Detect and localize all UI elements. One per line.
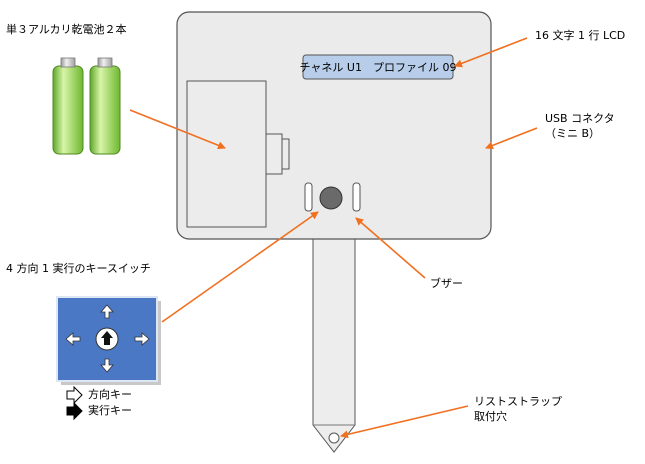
usb-connector [265, 133, 290, 175]
keyswitch-label: 4 方向 1 実行のキースイッチ [6, 262, 151, 275]
buzzer-label: ブザー [430, 277, 463, 290]
battery-compartment [186, 80, 267, 228]
usb-label-line1: USB コネクタ [545, 112, 615, 125]
legend-direction-label: 方向キー [88, 388, 132, 401]
probe-stick [312, 237, 356, 453]
buzzer-callout-arrow [355, 217, 426, 279]
buzzer [304, 182, 361, 212]
battery-label: 単３アルカリ乾電池２本 [6, 23, 127, 36]
strap-label-line2: 取付穴 [474, 410, 507, 423]
strap-hole [328, 432, 340, 444]
usb-label-line2: （ミニ B） [545, 127, 601, 140]
legend-execute-icon [66, 401, 83, 421]
lcd-label: 16 文字 1 行 LCD [535, 29, 626, 42]
callout-arrows [129, 37, 538, 439]
lcd-text: チャネル U1 プロファイル 09 [300, 61, 457, 74]
strap-label-line1: リストストラップ [474, 395, 562, 408]
keyswitch-callout-arrow [161, 211, 319, 323]
lcd-screen: チャネル U1 プロファイル 09 [300, 54, 457, 80]
strap-callout-arrow [340, 405, 469, 439]
legend-execute-label: 実行キー [88, 404, 132, 417]
lcd-callout-arrow [454, 37, 528, 68]
usb-callout-arrow [485, 127, 538, 150]
battery-icon [52, 57, 121, 155]
keypad-illustration [56, 296, 161, 385]
battery-callout-arrow [129, 109, 226, 150]
legend-direction-icon [66, 385, 83, 405]
